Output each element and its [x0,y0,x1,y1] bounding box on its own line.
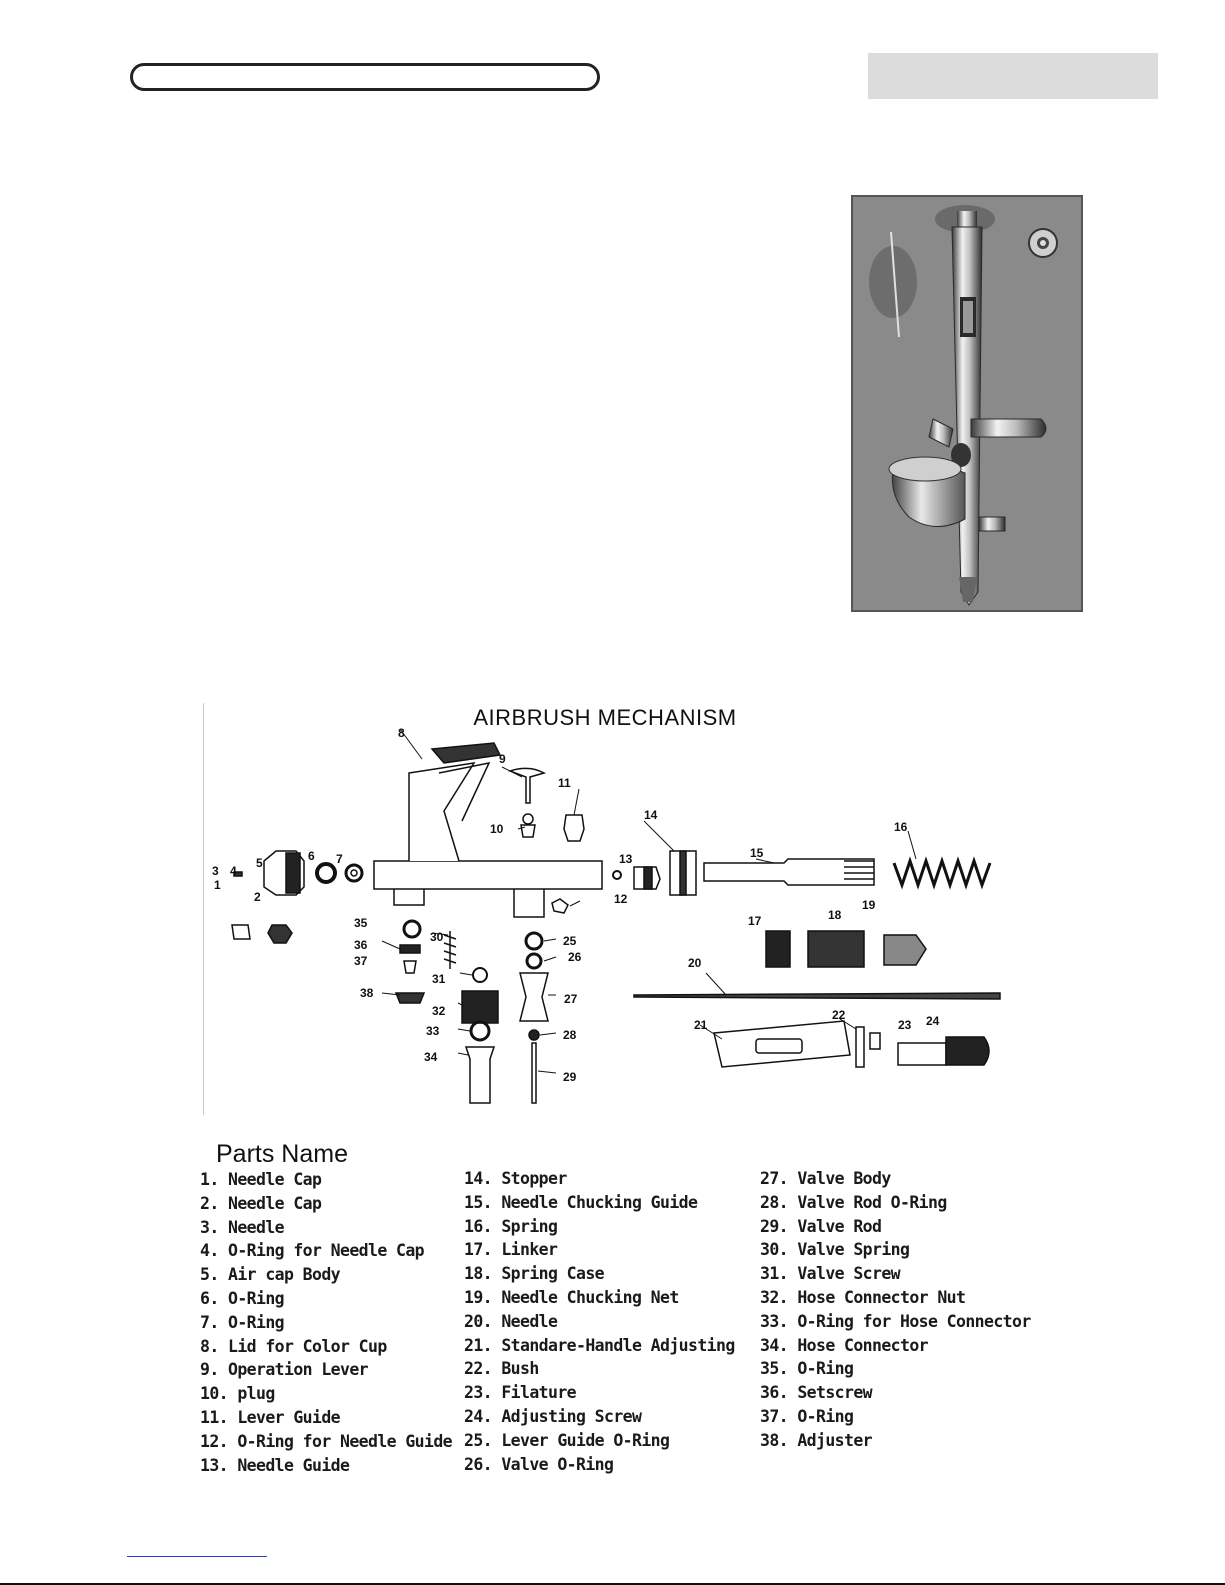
part-item: 27. Valve Body [760,1169,891,1188]
callout-29: 29 [563,1070,577,1084]
parts-column-2: 14. Stopper 15. Needle Chucking Guide 16… [464,1167,735,1476]
callout-7: 7 [336,852,343,866]
airbrush-mechanism-diagram: AIRBRUSH MECHANISM [203,703,1006,1115]
part-item: 38. Adjuster [760,1430,873,1450]
part-item: 25. Lever Guide O-Ring [464,1430,670,1450]
part-item: 28. Valve Rod O-Ring [760,1192,947,1212]
callout-16: 16 [894,820,908,834]
airbrush-photo [851,195,1083,612]
callout-23: 23 [898,1018,912,1032]
callout-22: 22 [832,1008,846,1022]
diagram-drawing: 1234567891011121314151617181920212223242… [212,726,1001,1104]
callout-6: 6 [308,849,315,863]
part-item: 33. O-Ring for Hose Connector [760,1311,1031,1331]
footer-rule [0,1583,1225,1585]
part-item: 2. Needle Cap [200,1193,322,1213]
callout-18: 18 [828,908,842,922]
callout-2: 2 [254,890,261,904]
part-item: 11. Lever Guide [200,1407,341,1427]
callout-20: 20 [688,956,702,970]
callout-32: 32 [432,1004,446,1018]
callout-9: 9 [499,752,506,766]
part-item: 7. O-Ring [200,1312,285,1332]
part-item: 24. Adjusting Screw [464,1406,642,1426]
part-item: 31. Valve Screw [760,1264,901,1284]
part-item: 12. O-Ring for Needle Guide [200,1431,453,1451]
callout-30: 30 [430,930,444,944]
parts-column-1: 1. Needle Cap 2. Needle Cap 3. Needle 4.… [200,1168,453,1477]
callout-26: 26 [568,950,582,964]
callout-10: 10 [490,822,504,836]
parts-list: Parts Name 1. Needle Cap 2. Needle Cap 3… [200,1140,1040,1480]
callout-21: 21 [694,1018,708,1032]
callout-33: 33 [426,1024,440,1038]
callout-36: 36 [354,938,368,952]
part-item: 5. Air cap Body [200,1265,341,1285]
callout-25: 25 [563,934,577,948]
callout-28: 28 [563,1028,577,1042]
callout-27: 27 [564,992,578,1006]
part-item: 16. Spring [464,1216,558,1236]
part-item: 3. Needle [200,1217,285,1237]
callout-12: 12 [614,892,628,906]
part-item: 1. Needle Cap [200,1170,322,1189]
callout-13: 13 [619,852,633,866]
callout-35: 35 [354,916,368,930]
parts-heading: Parts Name [216,1140,348,1168]
parts-column-3: 27. Valve Body 28. Valve Rod O-Ring 29. … [760,1167,1031,1453]
part-item: 30. Valve Spring [760,1240,910,1260]
callout-8: 8 [398,726,405,740]
callout-1: 1 [214,878,221,892]
callout-19: 19 [862,898,876,912]
callout-5: 5 [256,856,263,870]
part-item: 14. Stopper [464,1169,567,1188]
part-item: 22. Bush [464,1359,539,1379]
footer-link-underline[interactable] [127,1556,267,1557]
part-item: 13. Needle Guide [200,1455,350,1475]
callout-37: 37 [354,954,368,968]
part-item: 10. plug [200,1384,275,1404]
callout-14: 14 [644,808,658,822]
part-item: 8. Lid for Color Cup [200,1336,387,1356]
callout-4: 4 [230,864,237,878]
part-item: 32. Hose Connector Nut [760,1287,966,1307]
callout-11: 11 [558,776,571,790]
callout-15: 15 [750,846,764,860]
callout-38: 38 [360,986,374,1000]
callout-34: 34 [424,1050,438,1064]
part-item: 29. Valve Rod [760,1216,882,1236]
part-item: 34. Hose Connector [760,1335,929,1355]
callout-3: 3 [212,864,219,878]
part-item: 17. Linker [464,1240,558,1260]
part-item: 20. Needle [464,1311,558,1331]
part-item: 4. O-Ring for Needle Cap [200,1241,425,1261]
part-item: 6. O-Ring [200,1288,285,1308]
diagram-title: AIRBRUSH MECHANISM [473,705,737,730]
header-title-bar [130,63,600,91]
part-item: 23. Filature [464,1383,577,1403]
header-section-box [868,53,1158,99]
callout-24: 24 [926,1014,940,1028]
part-item: 37. O-Ring [760,1406,854,1426]
part-item: 9. Operation Lever [200,1360,369,1380]
callout-31: 31 [432,972,446,986]
part-item: 18. Spring Case [464,1264,605,1284]
part-item: 35. O-Ring [760,1359,854,1379]
part-item: 26. Valve O-Ring [464,1454,614,1474]
part-item: 21. Standare-Handle Adjusting [464,1335,735,1355]
callout-17: 17 [748,914,762,928]
part-item: 15. Needle Chucking Guide [464,1192,698,1212]
part-item: 19. Needle Chucking Net [464,1287,679,1307]
part-item: 36. Setscrew [760,1383,873,1403]
